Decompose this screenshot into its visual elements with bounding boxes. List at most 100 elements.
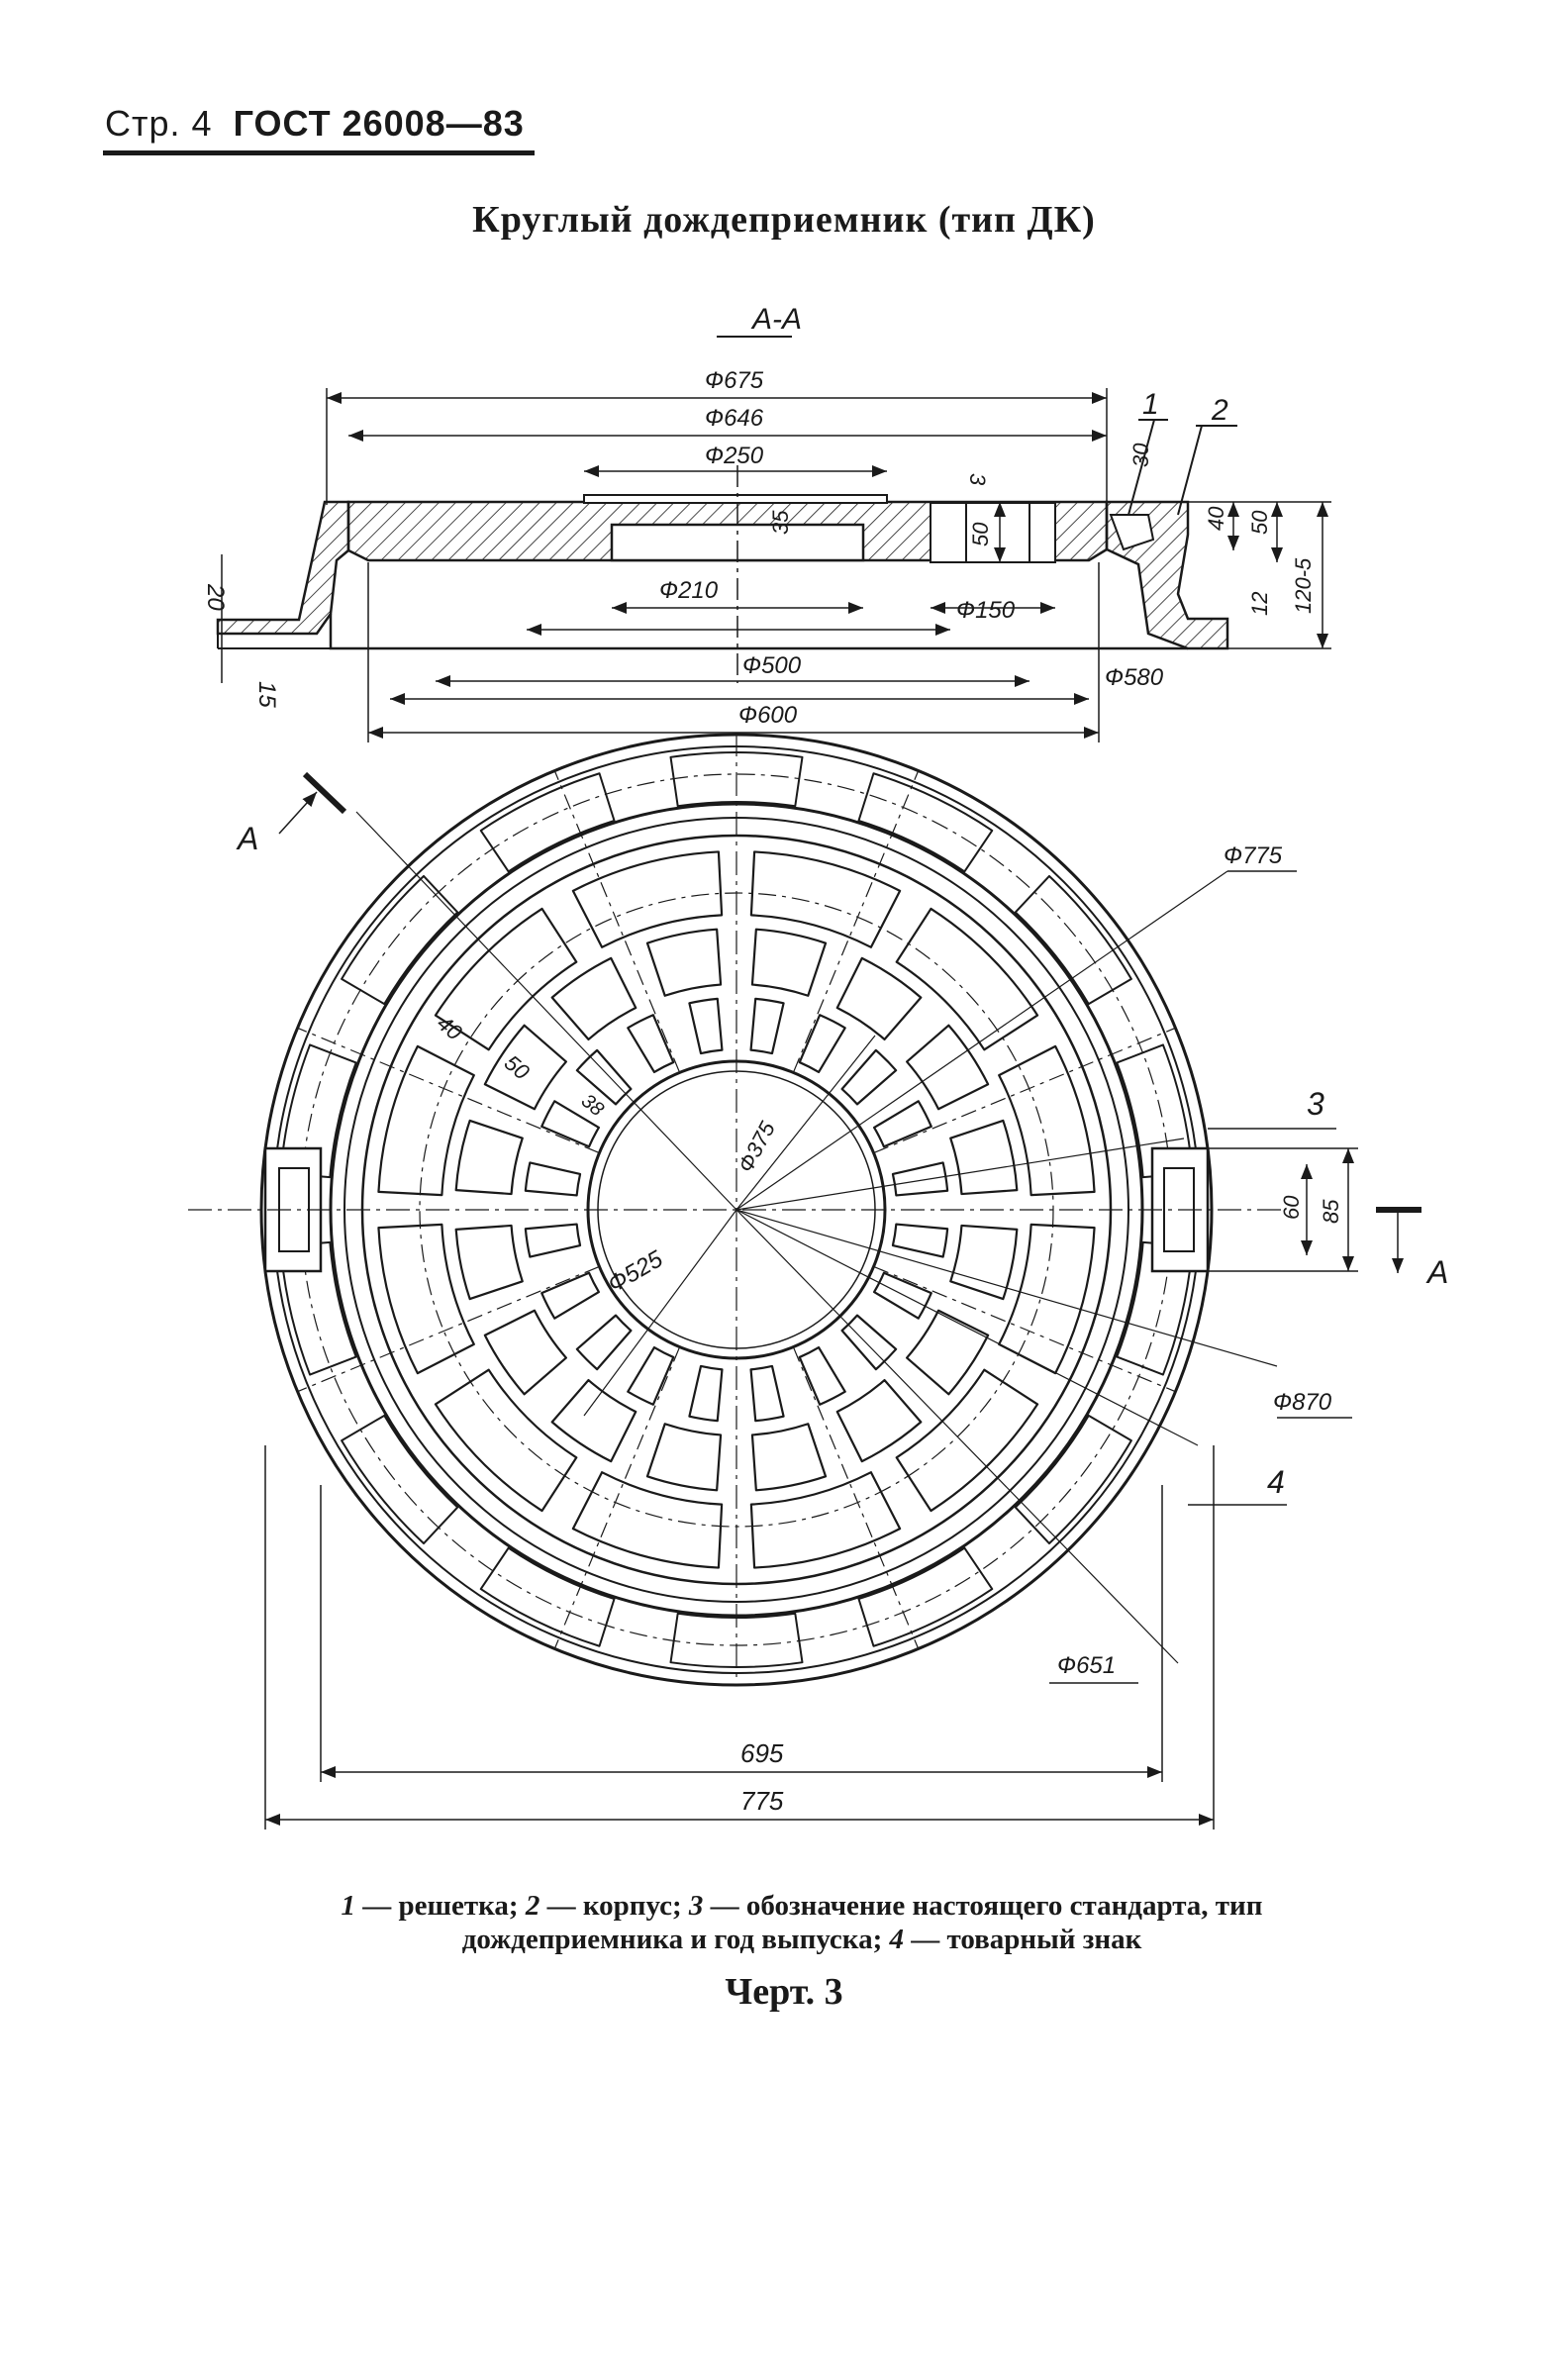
drawing-title: Круглый дождеприемник (тип ДК) <box>472 199 1096 241</box>
grate-cell <box>872 1100 932 1148</box>
grate-cell <box>998 1044 1096 1197</box>
grate-cell <box>575 1048 633 1106</box>
grate-cell <box>749 997 785 1055</box>
grate-cell <box>798 1014 846 1074</box>
outer-slot <box>857 772 994 873</box>
grate-cell <box>949 1119 1019 1196</box>
grate-cell <box>483 1309 567 1396</box>
outer-slot <box>341 1414 459 1545</box>
cut-label-left: А <box>236 821 258 856</box>
grate-cell <box>377 1223 475 1375</box>
dim-b695: 695 <box>740 1738 784 1768</box>
grate-cell <box>434 1368 578 1513</box>
technical-drawing: А-А <box>188 303 1448 1830</box>
rib-axis-line <box>792 770 920 1073</box>
rib-axis-line <box>297 1265 600 1393</box>
body-left <box>216 500 350 636</box>
grate-cell <box>835 956 923 1040</box>
rib-axis-line <box>553 1346 681 1649</box>
rib-axis-line <box>297 1027 600 1154</box>
outer-slot <box>669 1612 804 1668</box>
plan-view: А А Ф775 Ф870 Ф651 Ф525 Ф375 40 50 38 60… <box>188 733 1448 1830</box>
grate-cell <box>750 928 828 997</box>
legend-text-1: — решетка; <box>355 1890 526 1922</box>
dim-h30: 30 <box>1128 443 1153 467</box>
dim-h120: 120-5 <box>1291 557 1316 614</box>
dim-d525: Ф525 <box>604 1245 668 1298</box>
legend-text-4: — товарный знак <box>903 1924 1142 1955</box>
dim-w60: 60 <box>1279 1195 1304 1220</box>
grate-cell <box>454 1119 524 1196</box>
outer-slot <box>857 1546 994 1647</box>
outer-slot <box>479 772 616 873</box>
grate-cell <box>575 1314 633 1371</box>
dim-h35: 35 <box>768 510 793 535</box>
grate-cell <box>949 1224 1019 1301</box>
grate-cell <box>840 1048 898 1106</box>
dim-d675: Ф675 <box>705 367 764 394</box>
grate-cell <box>627 1014 675 1074</box>
cut-label-right: А <box>1425 1254 1448 1290</box>
dim-d250: Ф250 <box>705 443 764 469</box>
page-number: Стр. 4 <box>105 103 213 144</box>
dim-d150: Ф150 <box>956 597 1016 624</box>
dim-h50: 50 <box>968 522 993 546</box>
grate-cell <box>571 850 724 948</box>
legend-caption: 1 — решетка; 2 — корпус; 3 — обозначение… <box>287 1889 1317 1956</box>
grate-cell <box>524 1223 582 1258</box>
dim-h12: 12 <box>1247 592 1272 616</box>
grate-cell <box>906 1024 990 1111</box>
dim-d651: Ф651 <box>1057 1652 1116 1679</box>
dim-h40: 40 <box>1204 506 1228 531</box>
dim-d580: Ф580 <box>1105 664 1164 691</box>
dim-d646: Ф646 <box>705 405 764 432</box>
outer-slot <box>1116 1240 1194 1376</box>
grate-cell <box>835 1379 923 1463</box>
grate-cell <box>749 850 902 948</box>
grate-cell <box>550 956 637 1040</box>
grate-cell <box>571 1471 724 1569</box>
grate-cell <box>798 1345 846 1406</box>
section-label: А-А <box>750 303 802 336</box>
callout-1: 1 <box>1142 388 1159 421</box>
grate-cell <box>750 1423 828 1492</box>
outer-slot <box>479 1546 616 1647</box>
grate-cell <box>840 1314 898 1371</box>
grate-cell <box>645 928 723 997</box>
dim-w50: 50 <box>500 1050 535 1085</box>
grate-cell <box>540 1100 601 1148</box>
grate-cell <box>895 907 1039 1051</box>
grate-cell <box>872 1271 932 1320</box>
dim-h20: 20 <box>202 583 229 611</box>
legend-text-2: — корпус; <box>539 1890 689 1922</box>
grate-cell <box>540 1271 601 1320</box>
outer-slot <box>341 874 459 1006</box>
grate-cell <box>891 1161 949 1197</box>
grate-cell <box>483 1024 567 1111</box>
dim-d600: Ф600 <box>738 702 798 729</box>
dim-h15: 15 <box>253 681 280 708</box>
grate-cell <box>627 1345 675 1406</box>
outer-slot <box>1014 1414 1132 1545</box>
grate-cell <box>454 1224 524 1301</box>
callout-4: 4 <box>1267 1464 1285 1500</box>
dim-d375: Ф375 <box>733 1117 780 1176</box>
dim-d870: Ф870 <box>1273 1389 1332 1416</box>
grate-cell <box>688 1364 724 1423</box>
rib-axis-line <box>792 1346 920 1649</box>
page-header: Стр. 4 ГОСТ 26008—83 <box>105 103 525 145</box>
dim-w85: 85 <box>1319 1199 1343 1224</box>
dim-b775: 775 <box>740 1786 784 1816</box>
grate-cell <box>688 997 724 1055</box>
grate-cell <box>434 907 578 1051</box>
callout-2: 2 <box>1211 394 1228 427</box>
rib-axis-line <box>873 1265 1176 1393</box>
outer-slot <box>669 750 804 808</box>
radial-ribs <box>297 770 1176 1649</box>
callout-3: 3 <box>1307 1086 1324 1122</box>
dim-d210: Ф210 <box>659 577 719 604</box>
grate-cell <box>550 1379 637 1463</box>
grate-cell <box>377 1044 475 1197</box>
legend-num-1: 1 <box>341 1890 356 1922</box>
outer-slot <box>1014 874 1132 1006</box>
